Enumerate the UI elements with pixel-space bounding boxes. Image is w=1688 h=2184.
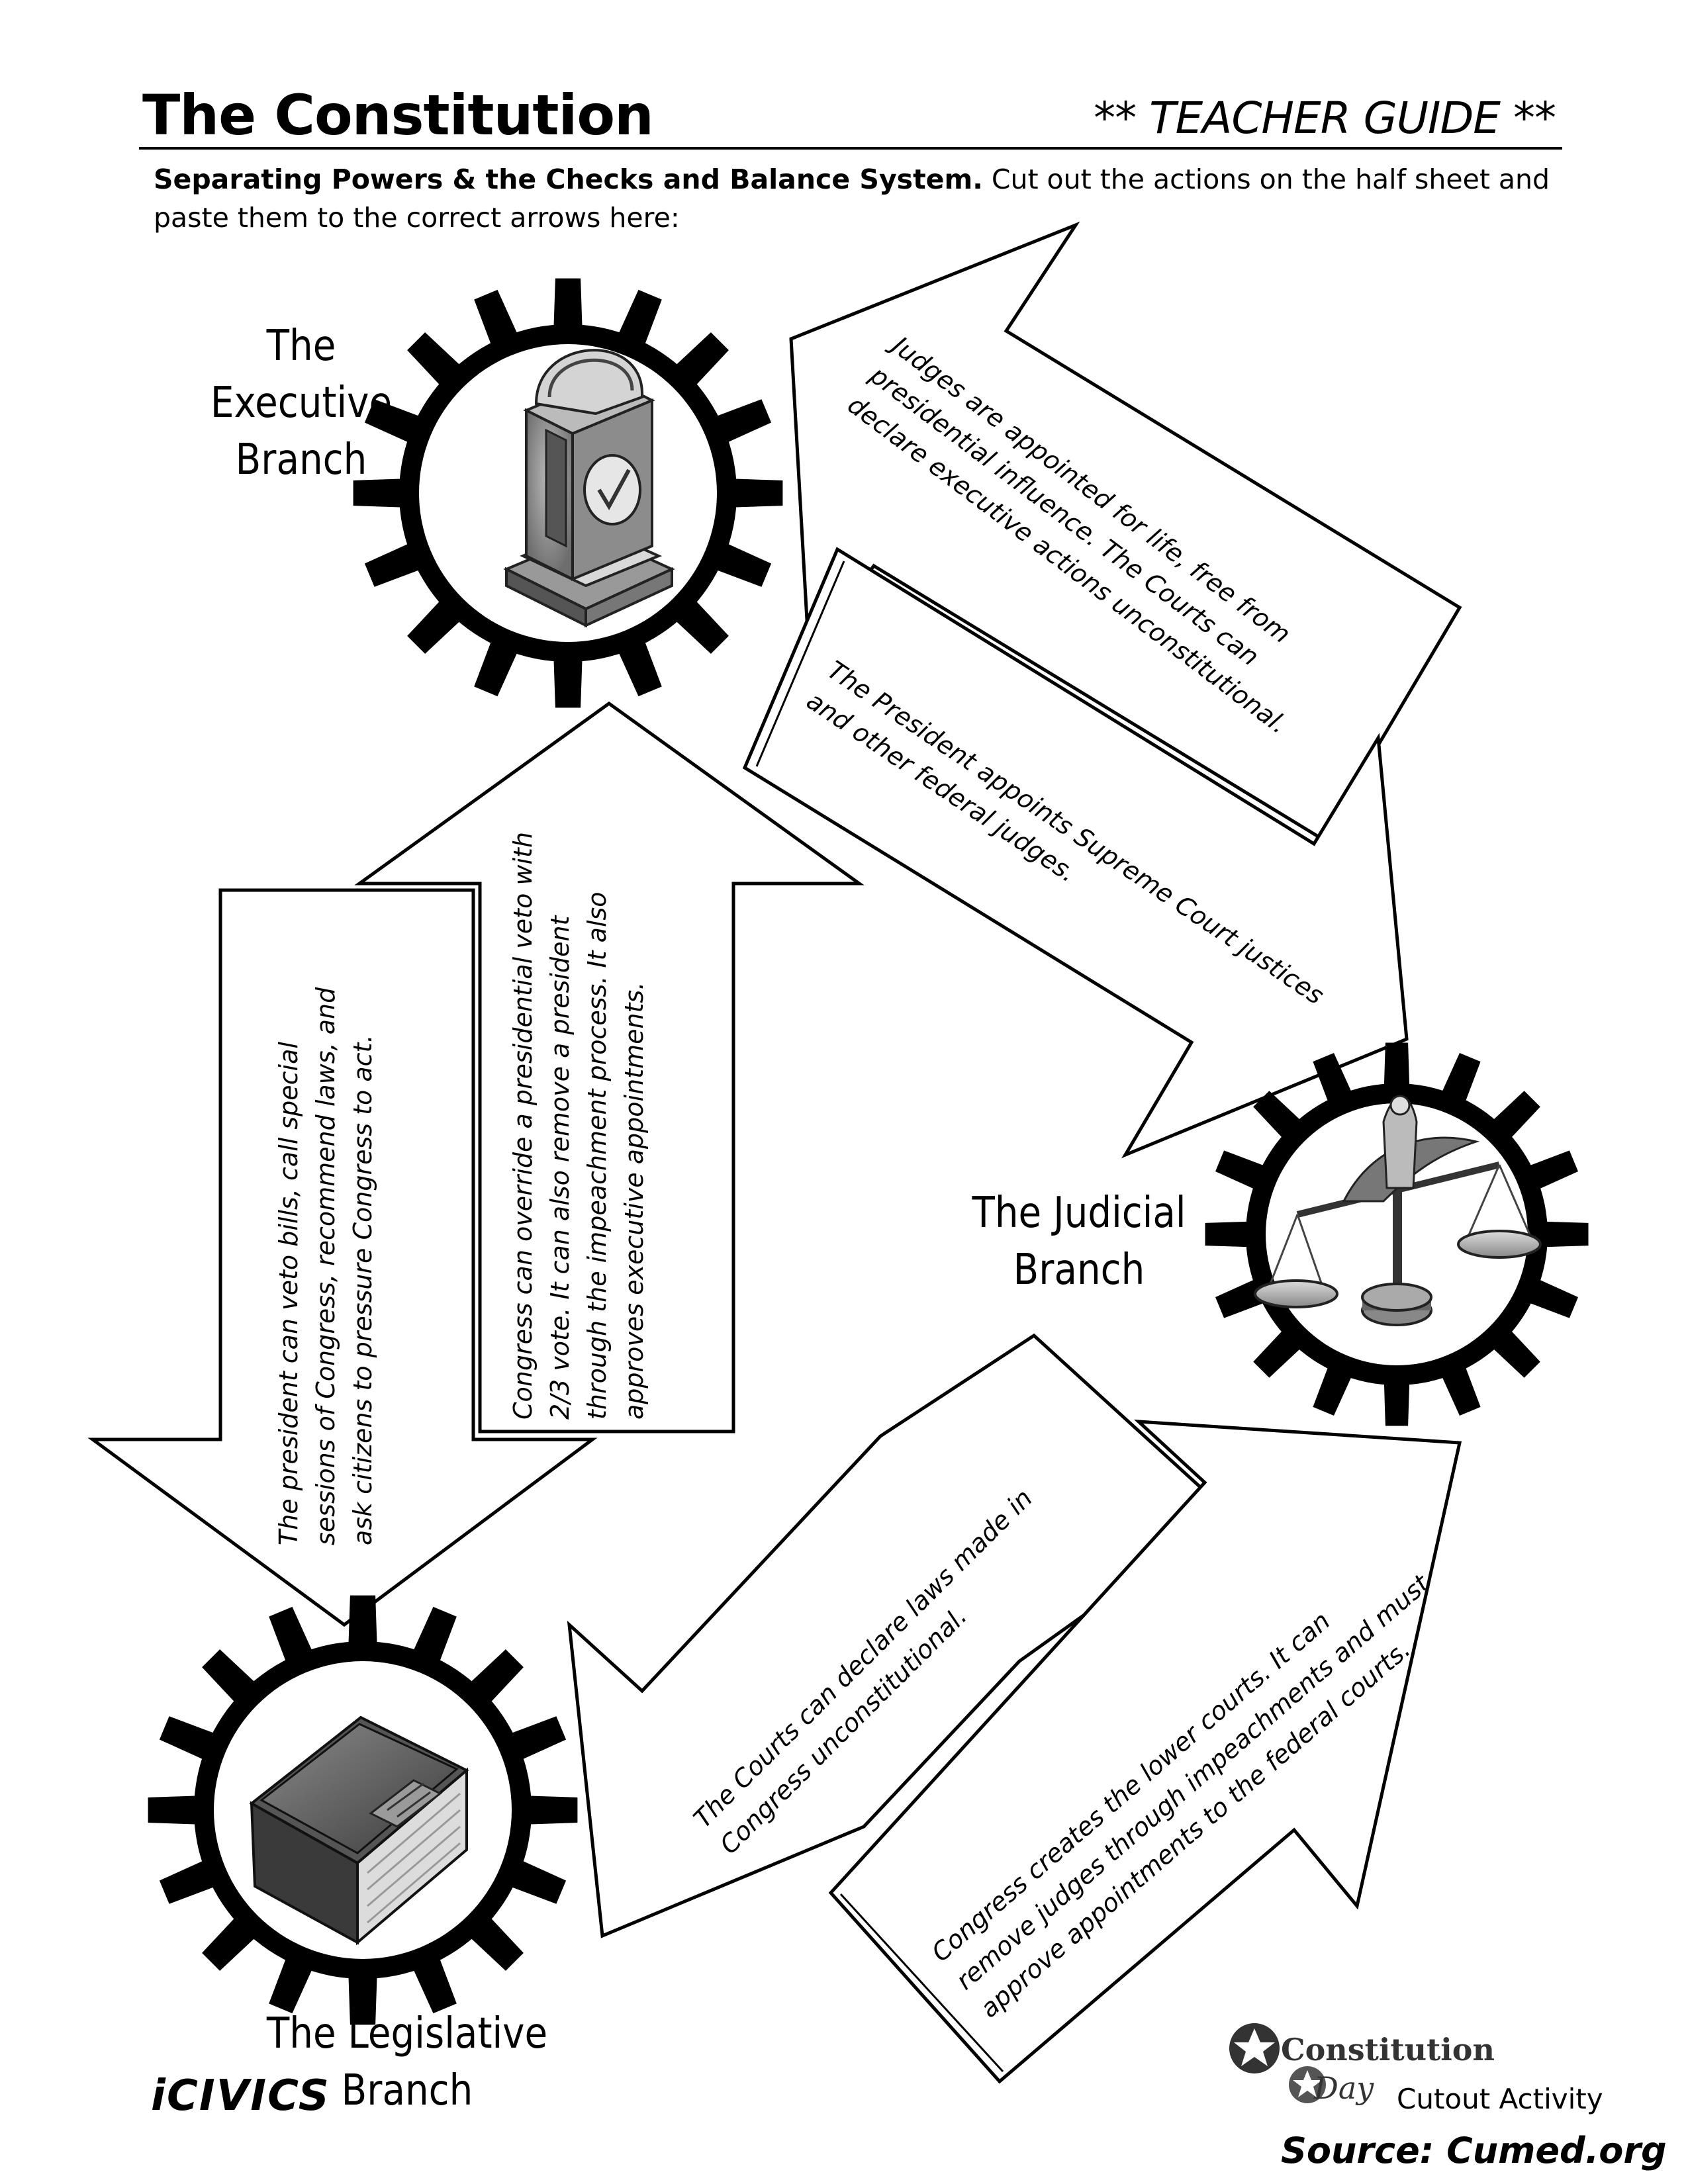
header-rule: [139, 147, 1562, 150]
branch-label-judicial: The Judicial Branch: [968, 1185, 1190, 1298]
activity-label: Cutout Activity: [1397, 2083, 1603, 2115]
branch-label-judicial-line2: Branch: [968, 1242, 1190, 1298]
branch-label-executive-line2: Branch: [170, 432, 432, 488]
source-credit: Source: Cumed.org: [1281, 2130, 1667, 2171]
instructions: Separating Powers & the Checks and Balan…: [154, 160, 1564, 237]
branch-label-executive-line1: The Executive: [170, 318, 432, 432]
teacher-guide-label: ** TEACHER GUIDE **: [1092, 93, 1556, 144]
arrow-text-line: approves executive appointments.: [616, 832, 653, 1420]
constitution-day-line1: Constitution: [1281, 2032, 1495, 2068]
arrow-text-line: ask citizens to pressure Congress to act…: [344, 987, 381, 1545]
arrow-text-legislative-checks-executive: Congress can override a presidential vet…: [504, 832, 653, 1420]
arrow-text-line: The president can veto bills, call speci…: [270, 987, 307, 1545]
icivics-logo: iCIVICS: [151, 2071, 330, 2120]
arrow-text-executive-checks-legislative: The president can veto bills, call speci…: [270, 987, 381, 1545]
arrow-text-line: sessions of Congress, recommend laws, an…: [307, 987, 344, 1545]
arrow-text-line: 2/3 vote. It can also remove a president: [541, 832, 579, 1420]
instructions-heading: Separating Powers & the Checks and Balan…: [154, 163, 983, 195]
branch-label-judicial-line1: The Judicial: [968, 1185, 1190, 1242]
page-title: The Constitution: [142, 83, 653, 148]
arrow-text-line: Congress can override a presidential vet…: [504, 832, 541, 1420]
branch-label-executive: The Executive Branch: [170, 318, 432, 488]
arrow-text-line: through the impeachment process. It also: [579, 832, 616, 1420]
constitution-day-line2: Day: [1314, 2070, 1374, 2106]
